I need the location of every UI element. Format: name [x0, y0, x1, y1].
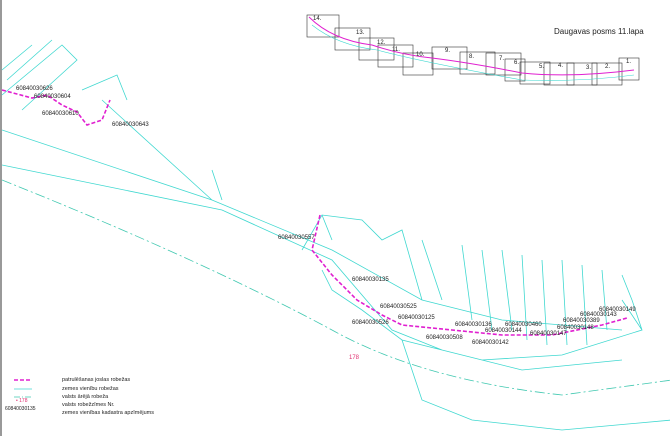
overview-patrol-line	[308, 16, 635, 76]
parcel-label: 60840030525	[380, 304, 417, 310]
sheet-label[interactable]: 11.	[392, 47, 400, 53]
sheet-label[interactable]: 7.	[499, 56, 505, 62]
parcel-label: 60840030149	[599, 307, 636, 313]
parcel-label: 60840030136	[455, 322, 492, 328]
legend-label: patrulēšanas joslas robežas	[62, 377, 131, 383]
sheet-label[interactable]: 9.	[445, 48, 451, 54]
sheet-title: Daugavas posms 11.lapa	[554, 27, 644, 36]
sheet-label[interactable]: 12.	[377, 40, 386, 46]
legend-label: valsts robežzīmes Nr.	[62, 402, 115, 408]
legend-marker-symbol: • 178	[16, 398, 28, 404]
parcel-label: 60840030557	[278, 235, 315, 241]
sheet-label[interactable]: 13.	[356, 30, 365, 36]
parcel-label: 60840030626	[16, 86, 53, 92]
parcel-label: 60840030125	[398, 315, 435, 321]
sheet-label[interactable]: 1.	[626, 59, 632, 65]
parcel-label: 60840030135	[352, 277, 389, 283]
legend-label: zemes vienības kadastra apzīmējums	[62, 410, 155, 416]
parcel-label: 60840030643	[112, 122, 149, 128]
legend-cadastre-symbol: 60840030135	[5, 406, 36, 412]
parcel-label: 60840030389	[563, 318, 600, 324]
state-border-line	[2, 179, 670, 396]
overview-parcel-line	[311, 24, 635, 81]
parcel-label: 60840030460	[505, 322, 542, 328]
parcel-label: 60840030604	[34, 94, 71, 100]
parcel-label: 60840030610	[42, 111, 79, 117]
parcel-label: 60840030148	[557, 325, 594, 331]
sheet-label[interactable]: 8.	[469, 54, 475, 60]
parcel-label: 60840030526	[352, 320, 389, 326]
sheet-label[interactable]: 2.	[605, 64, 611, 70]
parcel-boundaries	[2, 39, 670, 431]
parcel-label: 60840030508	[426, 335, 463, 341]
sheet-label[interactable]: 5.	[539, 64, 545, 70]
sheet-label[interactable]: 3.	[586, 65, 592, 71]
sheet-label[interactable]: 10.	[416, 52, 425, 58]
patrol-zone-line	[2, 89, 628, 336]
sheet-label[interactable]: 6.	[514, 60, 520, 66]
legend-label: zemes vienību robežas	[62, 386, 119, 392]
sheet-index-frames	[306, 14, 640, 86]
sheet-label[interactable]: 14.	[313, 16, 322, 22]
parcel-label: 60840030142	[472, 340, 509, 346]
sheet-label[interactable]: 4.	[558, 63, 564, 69]
parcel-label: 60840030144	[485, 328, 522, 334]
legend-label: valsts ārējā robeža	[62, 394, 109, 400]
parcel-label: 60840030143	[580, 312, 617, 318]
border-marker-label: 178	[349, 355, 360, 361]
parcel-label: 60840030147	[530, 331, 567, 337]
